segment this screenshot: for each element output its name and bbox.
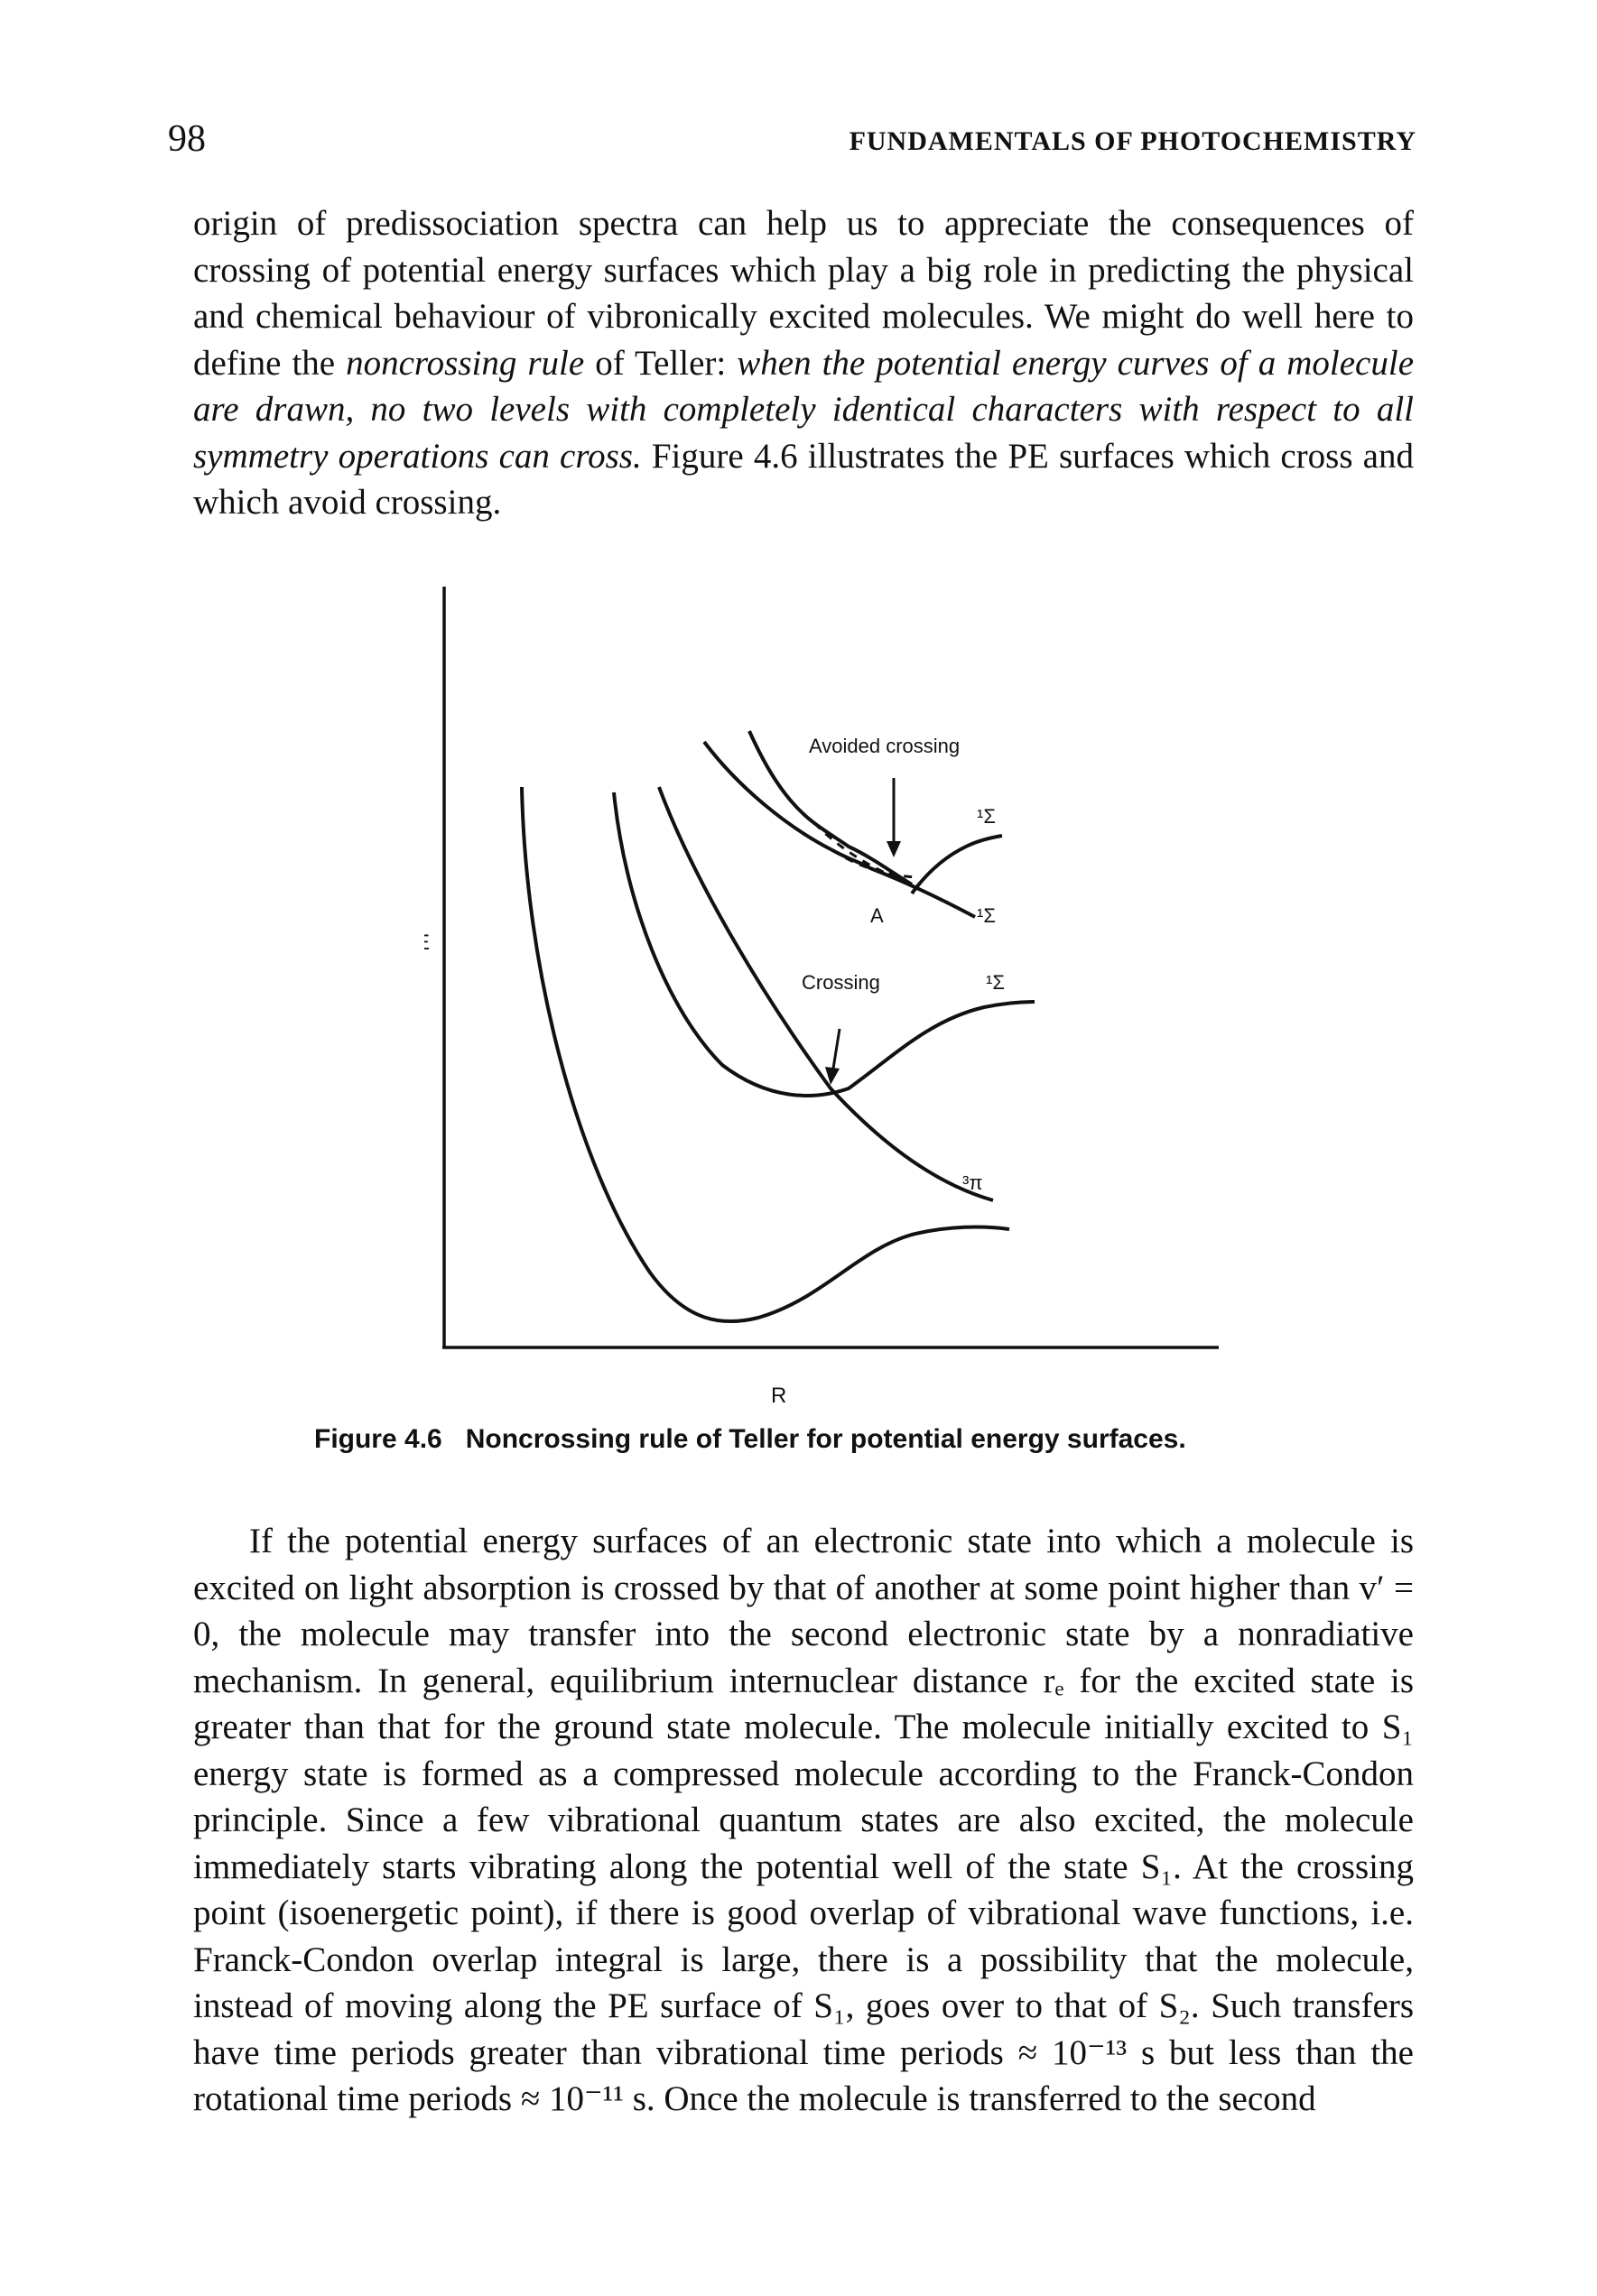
body-paragraph-2: If the potential energy surfaces of an e… <box>193 1522 1414 2118</box>
potential-energy-diagram: Avoided crossing ¹Σ ¹Σ A Crossing ¹Σ ³π … <box>424 587 1219 1408</box>
figure-4-6: Avoided crossing ¹Σ ¹Σ A Crossing ¹Σ ³π … <box>424 587 1237 1435</box>
para1-text-b: of Teller: <box>584 343 738 383</box>
lower-1sigma-label: ¹Σ <box>977 904 996 927</box>
diabatic-dashed-1 <box>812 821 913 886</box>
diabatic-dashed-2 <box>831 848 917 879</box>
avoided-upper-curve <box>747 730 914 886</box>
crossing-arrow-head <box>825 1067 840 1085</box>
crossing-label: Crossing <box>802 971 880 994</box>
x-axis-label: R <box>771 1384 786 1408</box>
crossing-1sigma-label: ¹Σ <box>986 971 1005 994</box>
figure-number: Figure 4.6 <box>314 1424 442 1454</box>
noncrossing-rule-term: noncrossing rule <box>346 343 585 383</box>
figure-caption: Figure 4.6 Noncrossing rule of Teller for… <box>314 1424 1307 1455</box>
para1-text-a: origin of predissociation spectra can he… <box>193 204 1414 383</box>
bound-1sigma-curve <box>612 792 1035 1097</box>
repulsive-3pi-curve <box>657 786 994 1202</box>
body-paragraph: origin of predissociation spectra can he… <box>193 200 1414 526</box>
ground-state-curve <box>520 786 1010 1324</box>
triplet-pi-label: ³π <box>962 1171 983 1194</box>
y-axis-label: E <box>424 930 430 955</box>
para1-text-c: Figure 4.6 illustrates the PE surfaces w… <box>193 436 1414 523</box>
avoided-arrow-head <box>887 841 901 857</box>
figure-caption-text: Noncrossing rule of Teller for potential… <box>465 1424 1186 1454</box>
running-head: FUNDAMENTALS OF PHOTOCHEMISTRY <box>849 126 1416 156</box>
upper-1sigma-label: ¹Σ <box>977 805 996 828</box>
crossing-arrow-shaft <box>831 1028 841 1075</box>
avoided-upper-rising <box>910 834 1003 895</box>
page-number: 98 <box>168 118 206 160</box>
avoided-crossing-label: Avoided crossing <box>809 735 960 757</box>
point-a-label: A <box>870 904 884 927</box>
teller-rule-statement: when the potential energy curves of a mo… <box>193 343 1415 476</box>
avoided-lower-curve <box>702 740 976 919</box>
